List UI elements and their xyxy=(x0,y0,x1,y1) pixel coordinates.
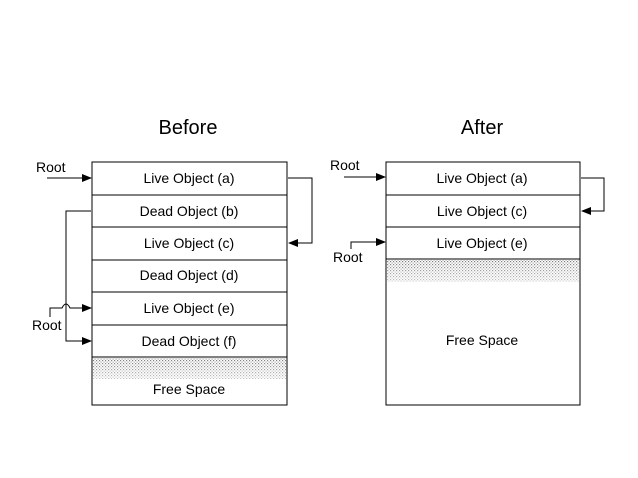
before-label-a: Live Object (a) xyxy=(143,170,234,186)
before-label-c: Live Object (c) xyxy=(144,235,234,251)
after-cell-a xyxy=(385,161,581,196)
after-root-label-top: Root xyxy=(330,157,360,173)
after-label-e: Live Object (e) xyxy=(436,235,527,251)
after-label-c: Live Object (c) xyxy=(437,203,527,219)
after-panel: After Live Object (a) Live Object (c) Li… xyxy=(330,117,605,406)
before-cell-f xyxy=(91,324,288,358)
before-cell-d xyxy=(91,259,288,293)
before-cell-a xyxy=(91,161,288,196)
before-panel: Before Live Object (a) Dead Object (b) L… xyxy=(32,117,313,406)
after-root-arrow-bottom xyxy=(350,238,386,249)
before-title: Before xyxy=(159,117,218,139)
before-label-f: Dead Object (f) xyxy=(142,333,237,349)
after-cell-c xyxy=(385,194,581,228)
after-title: After xyxy=(461,117,504,139)
after-label-free-space: Free Space xyxy=(446,332,519,348)
after-label-a: Live Object (a) xyxy=(436,170,527,186)
before-ref-arrow-b-to-f xyxy=(65,210,92,345)
before-ref-arrow-a-to-c xyxy=(288,177,313,247)
before-label-e: Live Object (e) xyxy=(143,300,234,316)
before-label-free-space: Free Space xyxy=(153,381,226,397)
before-label-b: Dead Object (b) xyxy=(140,203,239,219)
before-root-arrow-bottom xyxy=(49,303,92,317)
after-ref-arrow-a-to-c xyxy=(581,177,605,215)
before-cell-b xyxy=(91,194,288,228)
before-label-d: Dead Object (d) xyxy=(140,267,239,283)
after-root-label-bottom: Root xyxy=(333,249,363,265)
before-cell-c xyxy=(91,226,288,261)
before-root-label-top: Root xyxy=(36,159,66,175)
after-free-space xyxy=(385,258,581,406)
before-root-label-bottom: Root xyxy=(32,317,62,333)
